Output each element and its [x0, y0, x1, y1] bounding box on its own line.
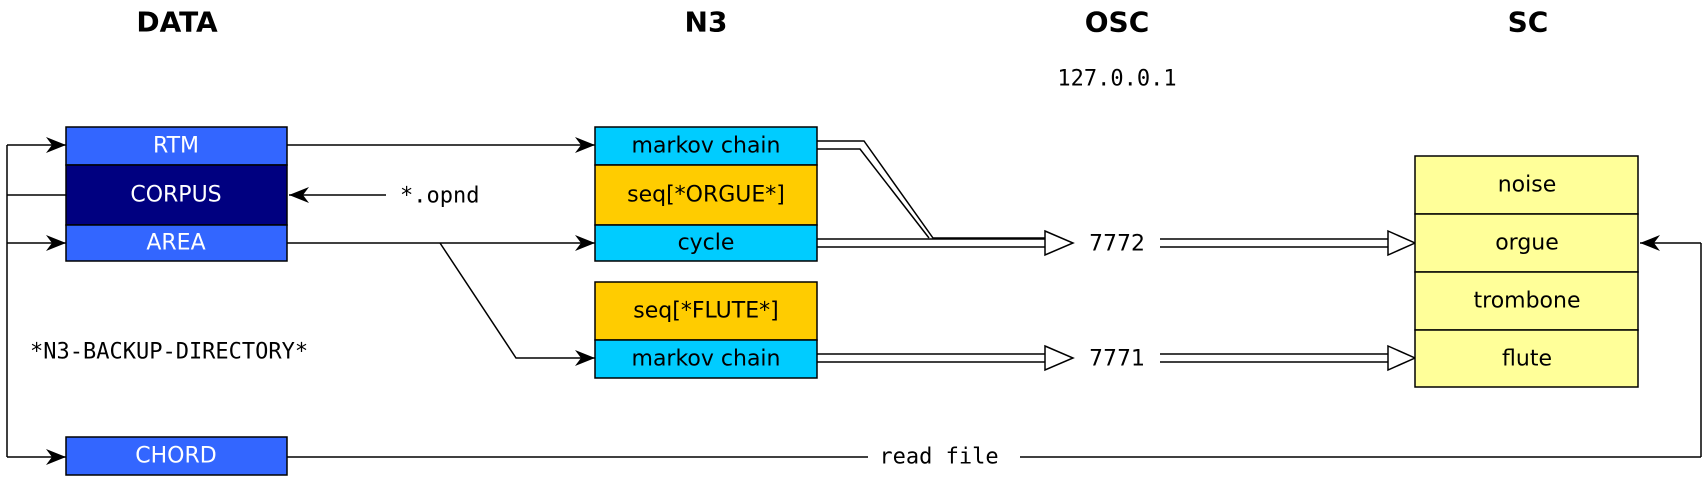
- port-7771: 7771: [1089, 347, 1145, 372]
- data-box-corpus-label: CORPUS: [130, 183, 221, 208]
- header-sc: SC: [1508, 6, 1549, 39]
- sc-box-noise: noise: [1414, 155, 1639, 215]
- header-osc: OSC: [1085, 6, 1150, 39]
- n3-box-markov-top: markov chain: [594, 126, 818, 166]
- sc-box-flute-label: flute: [1502, 347, 1552, 372]
- data-box-corpus: CORPUS: [65, 164, 288, 226]
- data-box-chord: CHORD: [65, 436, 288, 476]
- n3-box-cycle: cycle: [594, 224, 818, 262]
- header-n3: N3: [685, 6, 728, 39]
- n3-box-markov-bottom-label: markov chain: [632, 347, 781, 372]
- port-7772: 7772: [1089, 232, 1145, 257]
- opnd-label: *.opnd: [400, 184, 479, 209]
- n3-box-markov-top-label: markov chain: [632, 134, 781, 159]
- n3-box-markov-bottom: markov chain: [594, 339, 818, 379]
- osc-address: 127.0.0.1: [1057, 67, 1176, 92]
- sc-box-flute: flute: [1414, 329, 1639, 388]
- data-box-rtm-label: RTM: [153, 134, 199, 159]
- n3-box-cycle-label: cycle: [678, 231, 735, 256]
- n3-box-seq-flute-label: seq[*FLUTE*]: [633, 299, 778, 324]
- data-box-area-label: AREA: [146, 231, 205, 256]
- data-box-area: AREA: [65, 224, 288, 262]
- osc-double-arrows: [817, 140, 1417, 372]
- sc-box-orgue-label: orgue: [1495, 231, 1559, 256]
- n3-box-seq-orgue-label: seq[*ORGUE*]: [627, 183, 785, 208]
- feedback-lines: [6, 137, 66, 465]
- sc-box-orgue: orgue: [1414, 213, 1639, 273]
- read-file-loop: [287, 235, 1702, 458]
- data-to-n3-arrows: [287, 137, 595, 366]
- n3-box-seq-orgue: seq[*ORGUE*]: [594, 164, 818, 226]
- header-data: DATA: [136, 6, 218, 39]
- read-file-label: read file: [879, 445, 998, 470]
- backup-directory-label: *N3-BACKUP-DIRECTORY*: [30, 340, 308, 365]
- data-box-chord-label: CHORD: [135, 444, 216, 469]
- sc-box-noise-label: noise: [1498, 173, 1557, 198]
- sc-box-trombone: trombone: [1414, 271, 1639, 331]
- n3-box-seq-flute: seq[*FLUTE*]: [594, 281, 818, 341]
- sc-box-trombone-label: trombone: [1474, 289, 1581, 314]
- data-box-rtm: RTM: [65, 126, 288, 166]
